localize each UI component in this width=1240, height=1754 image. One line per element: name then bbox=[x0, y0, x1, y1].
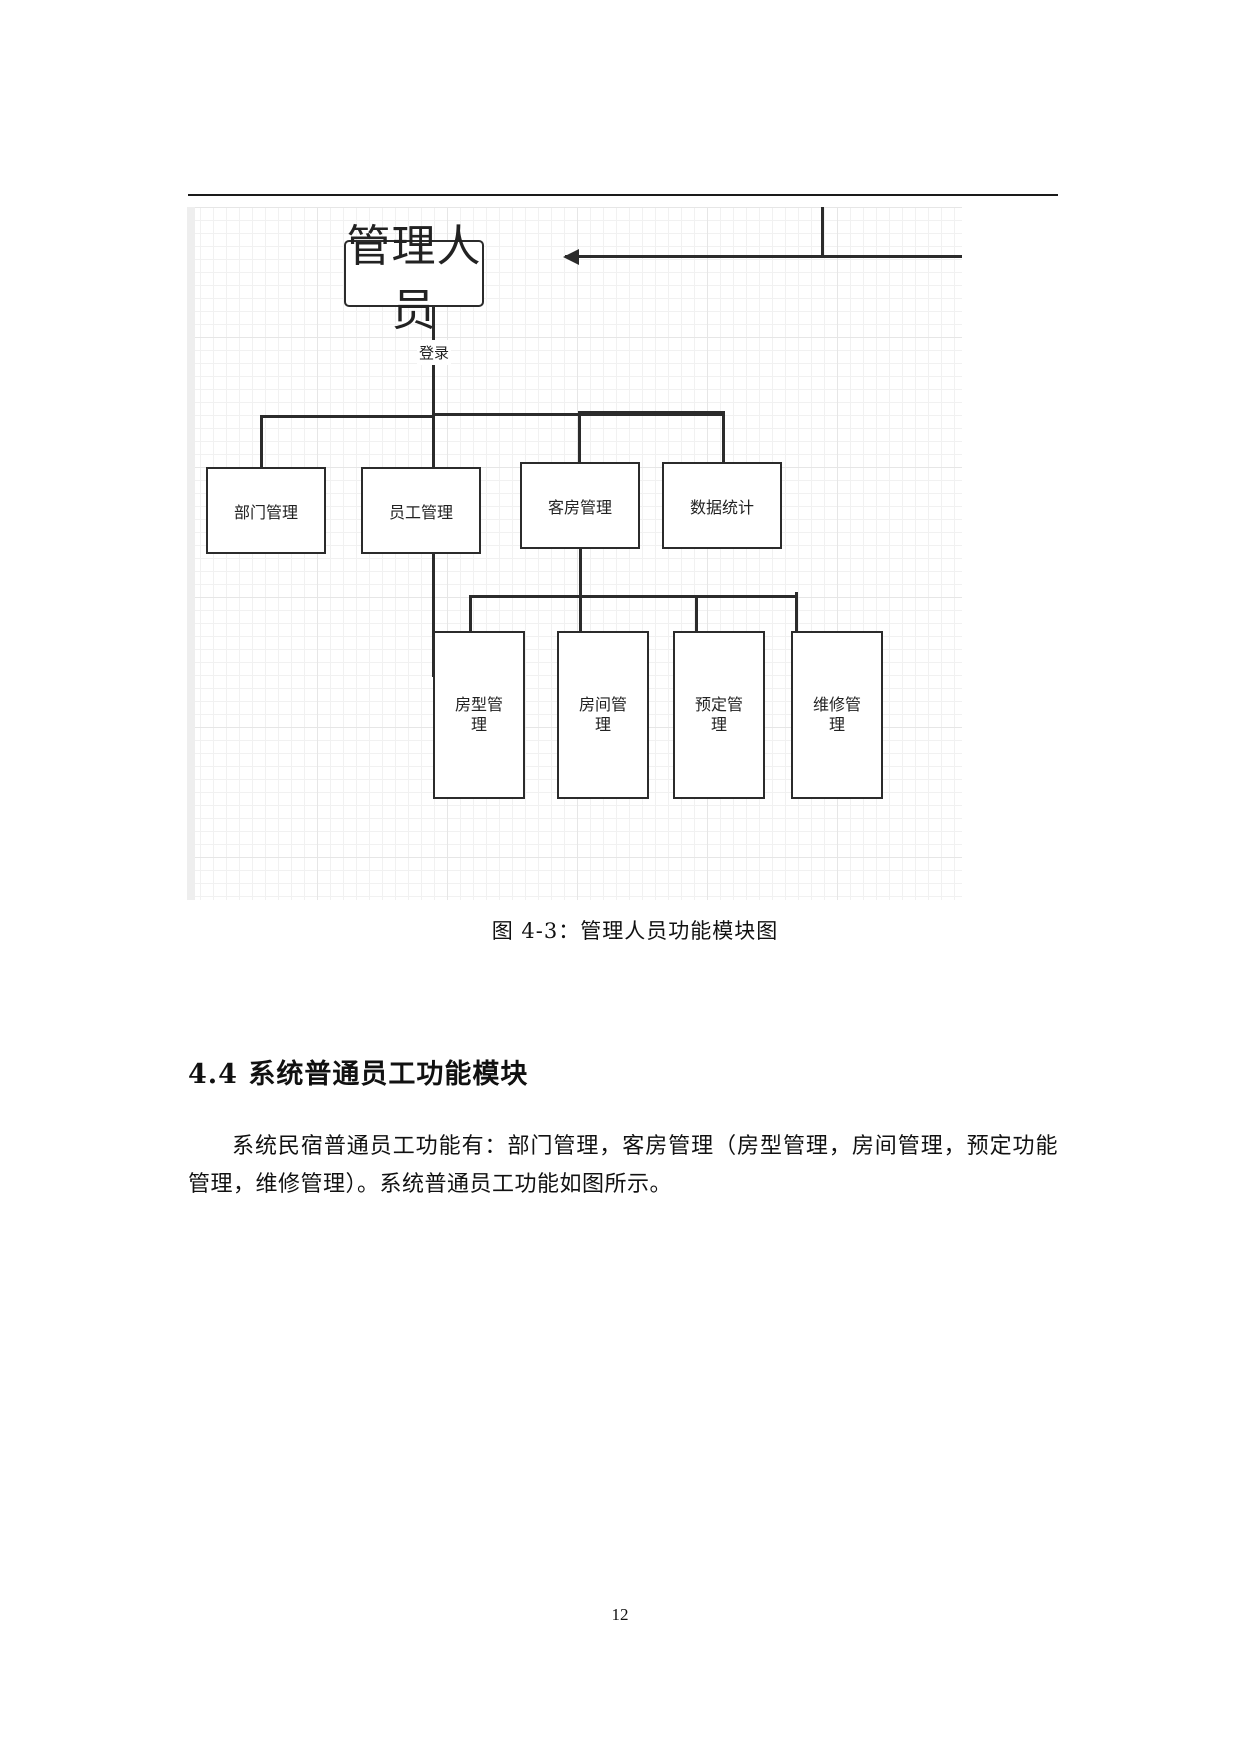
drop-maintenance bbox=[795, 592, 798, 632]
figure-caption: 图 4-3：管理人员功能模块图 bbox=[491, 919, 779, 943]
node-label: 房间管理 bbox=[578, 695, 627, 734]
node-staff-management: 员工管理 bbox=[361, 467, 481, 554]
bus-level2 bbox=[469, 595, 797, 598]
node-label: 员工管理 bbox=[388, 502, 453, 522]
arrow-head-icon bbox=[563, 249, 579, 265]
root-node-label: 管理人员 bbox=[346, 220, 482, 336]
canvas-left-bar bbox=[187, 207, 195, 900]
bus-left bbox=[260, 415, 434, 418]
node-reservation-management: 预定管理 bbox=[673, 631, 765, 799]
drop-reservation bbox=[695, 595, 698, 632]
section-heading: 4.4 系统普通员工功能模块 bbox=[188, 1059, 529, 1090]
node-department-management: 部门管理 bbox=[206, 467, 326, 554]
incoming-line-vertical bbox=[821, 207, 824, 257]
node-label: 维修管理 bbox=[812, 695, 861, 734]
drop-room-mgmt bbox=[578, 411, 581, 466]
bus-right-top bbox=[578, 411, 724, 414]
node-data-statistics: 数据统计 bbox=[662, 462, 782, 549]
incoming-line-horizontal bbox=[565, 255, 962, 258]
node-room-management: 客房管理 bbox=[520, 462, 640, 549]
node-label: 房型管理 bbox=[454, 695, 503, 734]
body-paragraph: 系统民宿普通员工功能有：部门管理，客房管理（房型管理，房间管理，预定功能管理，维… bbox=[188, 1134, 1058, 1197]
drop-dept bbox=[260, 415, 263, 470]
root-node-admin: 管理人员 bbox=[344, 221, 484, 336]
room-down-line bbox=[579, 549, 582, 632]
login-edge-label: 登录 bbox=[417, 340, 452, 365]
function-module-diagram: 管理人员 登录 部门管理 员工管理 客房管理 数据统计 房型管理 房间管理 预定… bbox=[187, 207, 962, 900]
node-maintenance-management: 维修管理 bbox=[791, 631, 883, 799]
node-label: 数据统计 bbox=[689, 497, 754, 517]
header-rule bbox=[188, 194, 1058, 196]
node-label: 部门管理 bbox=[233, 502, 298, 522]
drop-stats bbox=[722, 411, 725, 466]
node-room-type-management: 房型管理 bbox=[433, 631, 525, 799]
node-room-management-detail: 房间管理 bbox=[557, 631, 649, 799]
drop-room-type bbox=[469, 595, 472, 632]
node-label: 预定管理 bbox=[694, 695, 743, 734]
node-label: 客房管理 bbox=[547, 497, 612, 517]
page-number: 12 bbox=[611, 1605, 629, 1624]
